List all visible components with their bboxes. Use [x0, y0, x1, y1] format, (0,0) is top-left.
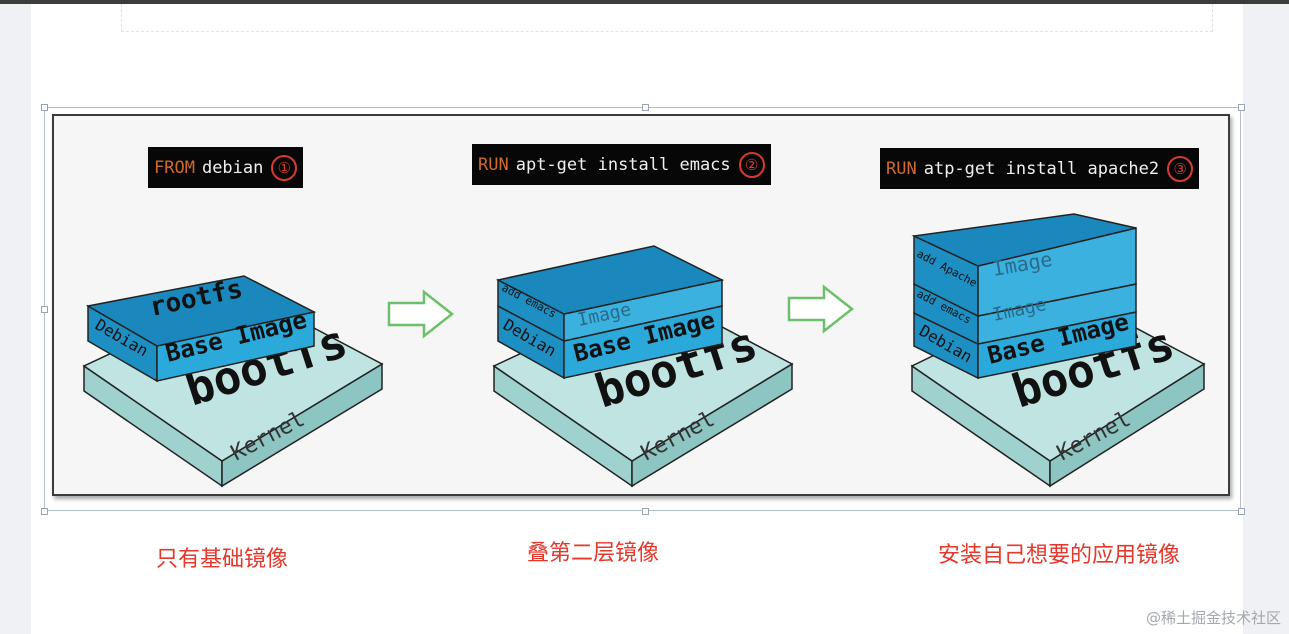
command-keyword: RUN	[478, 154, 509, 175]
step-number: ①	[271, 154, 298, 181]
placeholder-box	[121, 4, 1213, 32]
stack-2: Kernel bootfs add emacs Image Debian Bas…	[492, 245, 794, 488]
docker-image-layers-figure: FROM debian ① RUN apt-get install emacs …	[52, 114, 1230, 496]
command-text: apt-get install emacs	[515, 154, 731, 175]
command-label-2: RUN apt-get install emacs ②	[472, 144, 771, 185]
stack-3: Kernel bootfs add Apache Image add emacs…	[910, 213, 1206, 488]
emacs-layer-top	[495, 245, 725, 315]
resize-handle-bottom-right[interactable]	[1238, 508, 1245, 515]
command-text: atp-get install apache2	[923, 158, 1160, 179]
base-image-top	[85, 275, 317, 347]
command-keyword: FROM	[154, 157, 195, 178]
caption-app-image: 安装自己想要的应用镜像	[938, 543, 1181, 568]
resize-handle-left[interactable]	[41, 306, 48, 313]
window-top-bar	[0, 0, 1289, 4]
watermark: @稀土掘金技术社区	[1145, 609, 1281, 627]
caption-base-image-only: 只有基础镜像	[156, 547, 289, 572]
resize-handle-bottom-left[interactable]	[41, 508, 48, 515]
resize-handle-top-left[interactable]	[41, 104, 48, 111]
command-keyword: RUN	[886, 158, 917, 179]
step-number: ③	[1167, 155, 1194, 182]
command-label-3: RUN atp-get install apache2 ③	[880, 148, 1200, 189]
layer-stacks: Kernel bootfs rootfs Debian Base Image K…	[82, 213, 1206, 488]
resize-handle-bottom[interactable]	[642, 508, 649, 515]
arrow-2	[787, 284, 855, 334]
command-label-1: FROM debian ①	[148, 147, 304, 188]
resize-handle-top[interactable]	[642, 104, 649, 111]
arrow-1	[387, 289, 455, 339]
command-text: debian	[201, 157, 264, 178]
stack-1: Kernel bootfs rootfs Debian Base Image	[82, 274, 384, 488]
caption-second-layer: 叠第二层镜像	[527, 541, 660, 566]
step-number: ②	[738, 151, 765, 178]
resize-handle-top-right[interactable]	[1238, 104, 1245, 111]
apache-layer-top	[911, 213, 1137, 267]
